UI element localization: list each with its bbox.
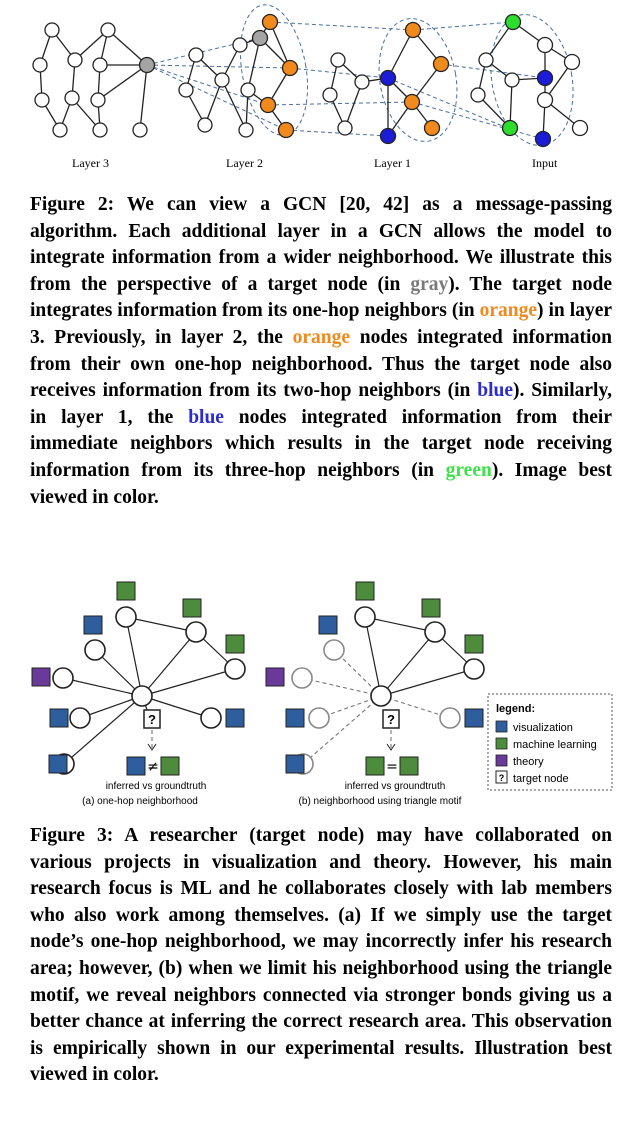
layer3-graph: [32, 22, 156, 138]
layer-label-1: Layer 1: [374, 156, 411, 170]
blue-highlight: blue: [188, 406, 224, 428]
input-neighborhood-ellipse: [490, 14, 574, 146]
layer1-graph: [322, 21, 450, 145]
svg-text:?: ?: [387, 712, 395, 727]
not-equal-symbol: ≠: [147, 759, 159, 775]
legend-title: legend:: [496, 703, 535, 715]
layer-label-input: Input: [532, 156, 558, 170]
layer2-graph: [178, 13, 299, 139]
legend-item-visualization: visualization: [513, 722, 573, 734]
figure-3: .le { stroke:#222; stroke-width:1.2; fil…: [0, 572, 640, 812]
panel-a-label: (a) one-hop neighborhood: [82, 796, 198, 807]
inferred-vs-groundtruth-label: inferred vs groundtruth: [106, 781, 207, 792]
triangle-motif-diagram: .le { stroke:#222; stroke-width:1.2; fil…: [31, 581, 613, 807]
gray-highlight: gray: [410, 273, 449, 295]
legend-item-theory: theory: [513, 756, 544, 768]
panel-a: ? ≠ inferred vs groundtruth (a) one-hop …: [31, 581, 246, 807]
panel-b-label: (b) neighborhood using triangle motif: [299, 796, 462, 807]
blue-highlight: blue: [477, 380, 514, 402]
input-graph: [470, 13, 589, 148]
orange-highlight: orange: [479, 300, 538, 322]
legend-item-machine-learning: machine learning: [513, 739, 597, 751]
gcn-layers-diagram: .e { stroke:#222; stroke-width:1.3; fill…: [32, 4, 589, 170]
legend: legend: visualization machine learning t…: [487, 693, 613, 791]
figure-3-caption: Figure 3: A researcher (target node) may…: [30, 825, 612, 1086]
target-node-icon: [143, 709, 161, 729]
panel-b: ? = inferred vs groundtruth (b) neighbor…: [265, 581, 485, 807]
layer-label-2: Layer 2: [226, 156, 263, 170]
equal-symbol: =: [386, 759, 398, 775]
figure-2-caption: Figure 2: We can view a GCN [20, 42] as …: [30, 194, 613, 508]
svg-text:?: ?: [499, 773, 505, 783]
green-highlight: green: [445, 459, 492, 481]
legend-item-target-node: target node: [513, 773, 569, 785]
orange-highlight: orange: [292, 326, 351, 348]
svg-text:?: ?: [148, 712, 156, 727]
layer-connection-lines: [146, 21, 546, 140]
figure-2: .e { stroke:#222; stroke-width:1.3; fill…: [0, 0, 640, 180]
layer-label-3: Layer 3: [72, 156, 109, 170]
target-node: [138, 56, 156, 74]
inferred-vs-groundtruth-label: inferred vs groundtruth: [345, 781, 446, 792]
layer1-neighborhood-ellipse: [378, 18, 458, 142]
